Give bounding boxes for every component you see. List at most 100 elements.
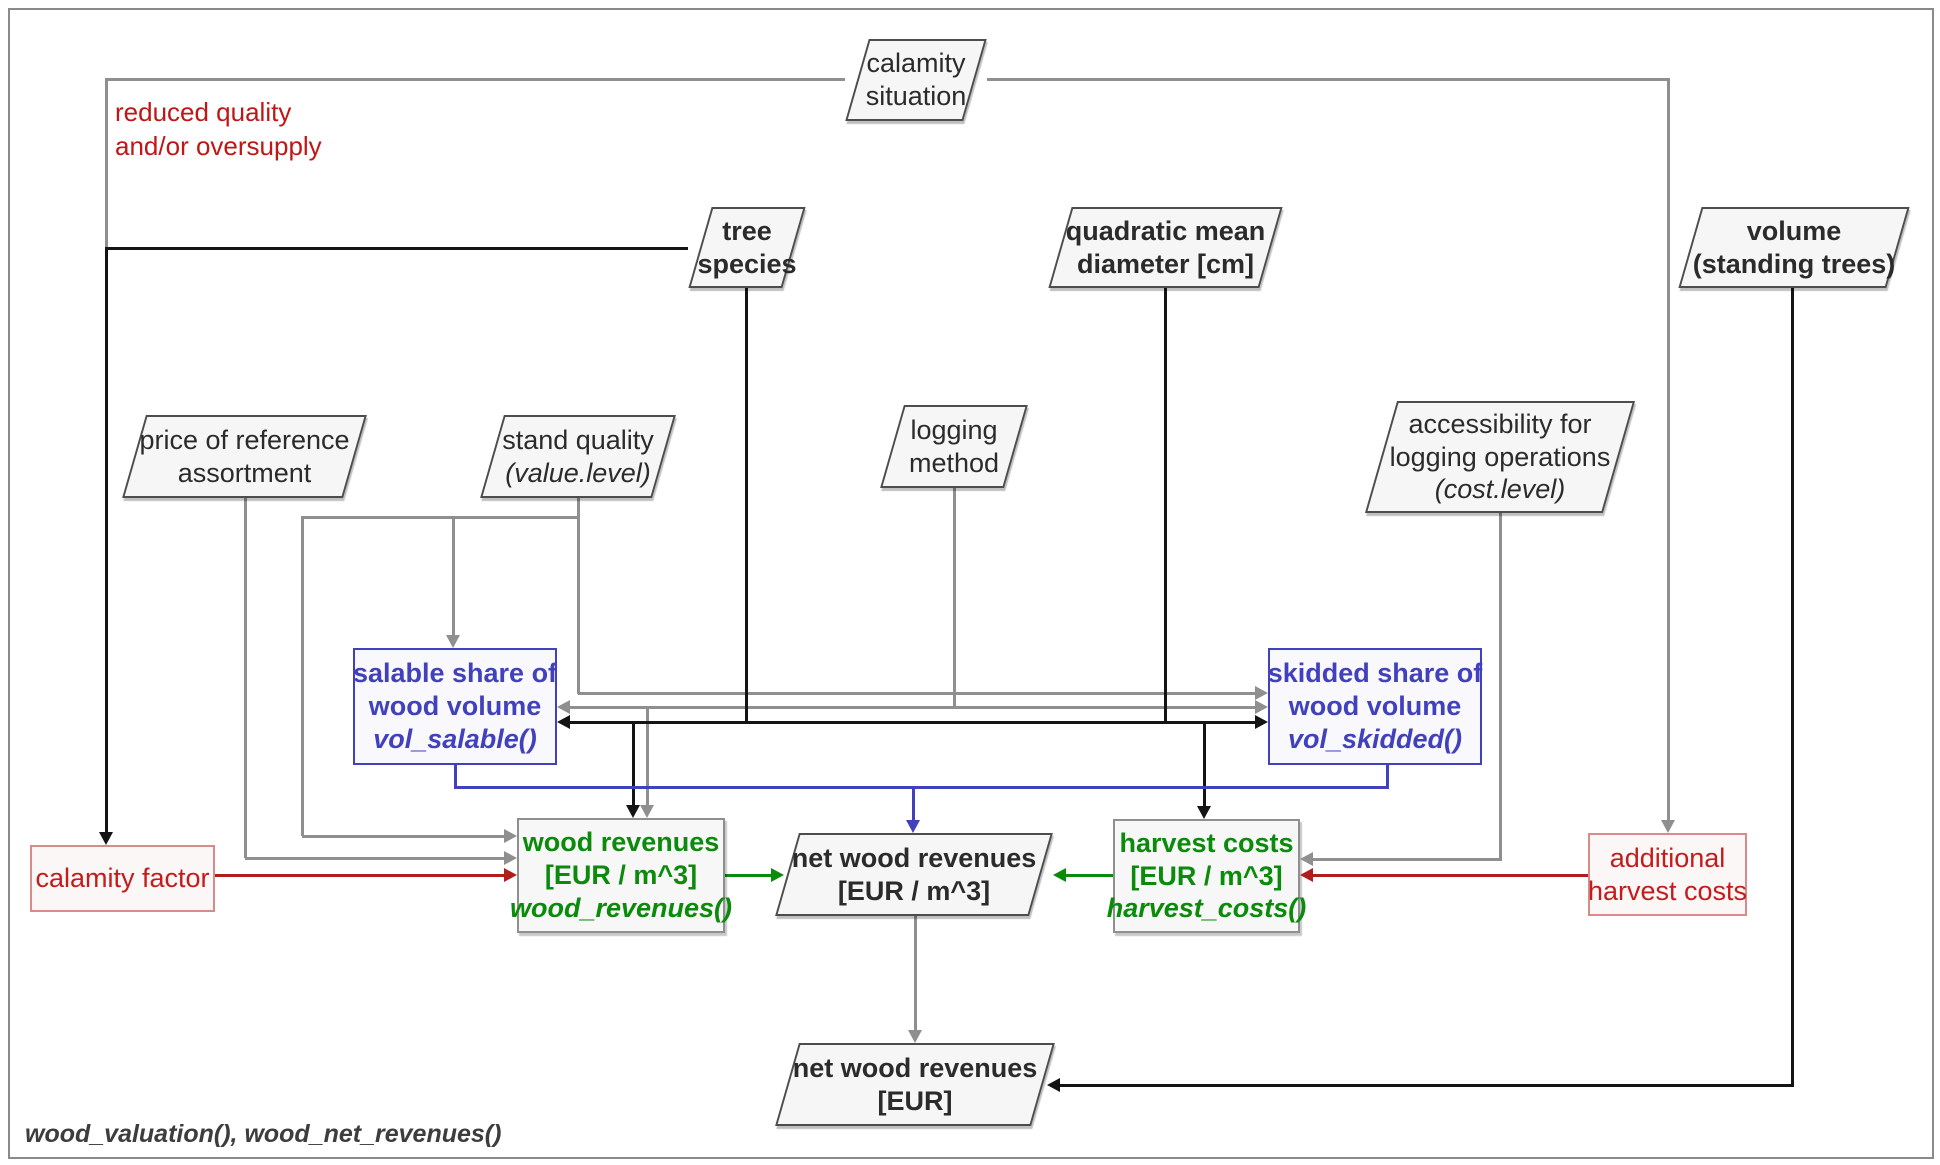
edge-netm3-to-neteur — [914, 915, 917, 1032]
wood-revenues-line3: wood_revenues() — [509, 892, 733, 923]
salable-line1: salable share of — [352, 658, 558, 689]
node-quadratic-mean-diameter: quadratic mean diameter [cm] — [1048, 207, 1283, 288]
edge-price-stem — [244, 497, 247, 858]
edge-standquality-to-woodrev-drop — [301, 516, 304, 836]
node-accessibility: accessibility for logging operations (co… — [1364, 401, 1636, 513]
arrowhead-black-into-salable — [557, 715, 570, 729]
calamity-situation-line1: calamity — [866, 48, 966, 79]
edge-black-bus — [570, 721, 1255, 724]
edge-standquality-to-woodrev — [302, 835, 504, 838]
arrowhead-black-into-harvest-top — [1197, 806, 1211, 819]
node-wood-revenues: wood revenues [EUR / m^3] wood_revenues(… — [510, 818, 732, 933]
node-net-wood-revenues-eur: net wood revenues [EUR] — [775, 1043, 1055, 1126]
node-calamity-factor: calamity factor — [30, 845, 215, 912]
stand-quality-line1: stand quality — [502, 424, 654, 455]
edge-calamity-left — [106, 78, 845, 81]
edge-salable-down — [454, 764, 457, 789]
net-eur-line1: net wood revenues — [792, 1052, 1038, 1083]
arrowhead-volume-into-neteur — [1047, 1078, 1060, 1092]
edge-quadratic-stem — [1164, 287, 1167, 723]
quadratic-line2: diameter [cm] — [1076, 248, 1255, 279]
arrowhead-into-neteur-top — [908, 1030, 922, 1043]
arrowhead-logging-into-woodrev-top — [640, 805, 654, 818]
edge-logging-bus — [570, 706, 1255, 709]
harvest-costs-line1: harvest costs — [1119, 827, 1294, 858]
edge-tree-left — [106, 247, 688, 250]
logging-line1: logging — [910, 414, 998, 445]
edge-volume-to-neteur — [1060, 1084, 1792, 1087]
tree-species-line1: tree — [722, 215, 772, 246]
edge-standquality-bus — [302, 516, 578, 519]
harvest-costs-line3: harvest_costs() — [1106, 893, 1307, 924]
additional-line1: additional — [1609, 842, 1726, 873]
arrowhead-black-into-skidded — [1255, 715, 1268, 729]
node-net-wood-revenues-m3: net wood revenues [EUR / m^3] — [775, 833, 1053, 916]
wood-revenues-line2: [EUR / m^3] — [544, 860, 698, 891]
edge-volume-stem — [1791, 287, 1794, 1087]
edge-accessibility-stem — [1499, 512, 1502, 861]
arrowhead-into-salable-top — [446, 635, 460, 648]
skidded-line2: wood volume — [1288, 691, 1462, 722]
edge-calamityfactor-to-woodrev — [215, 874, 504, 877]
node-harvest-costs: harvest costs [EUR / m^3] harvest_costs(… — [1107, 819, 1306, 933]
edge-standquality-to-skidded — [578, 692, 1255, 695]
accessibility-line2: logging operations — [1389, 441, 1611, 472]
node-vol-skidded: skidded share of wood volume vol_skidded… — [1268, 648, 1482, 765]
logging-line2: method — [908, 447, 1000, 478]
arrowhead-standquality-into-woodrev — [504, 829, 517, 843]
footer-function-names: wood_valuation(), wood_net_revenues() — [25, 1120, 501, 1149]
edge-blue-to-netm3 — [912, 786, 915, 822]
edge-harvest-to-netm3 — [1066, 874, 1113, 877]
additional-line2: harvest costs — [1587, 875, 1748, 906]
arrowhead-green-into-netm3-right — [1053, 868, 1066, 882]
skidded-line3: vol_skidded() — [1287, 723, 1463, 754]
edge-to-calamity-factor — [105, 247, 108, 834]
wood-revenues-line1: wood revenues — [522, 827, 720, 858]
node-price-of-reference: price of reference assortment — [122, 415, 367, 498]
footer-text: wood_valuation(), wood_net_revenues() — [25, 1120, 502, 1148]
reduced-quality-line2: and/or oversupply — [115, 130, 322, 161]
edge-woodrev-to-netm3 — [725, 874, 771, 877]
edge-calamity-right — [987, 78, 1668, 81]
arrowhead-into-additional-top — [1661, 820, 1675, 833]
price-line1: price of reference — [139, 424, 350, 455]
reduced-quality-line1: reduced quality — [115, 97, 292, 127]
arrowhead-logging-into-salable — [557, 700, 570, 714]
edge-additional-to-harvest — [1313, 874, 1588, 877]
volume-line1: volume — [1746, 215, 1842, 246]
calamity-factor-label: calamity factor — [35, 863, 210, 894]
arrowhead-accessibility-into-harvest — [1300, 852, 1313, 866]
edge-standquality-to-salable — [452, 516, 455, 638]
edge-price-to-woodrev — [245, 857, 504, 860]
node-vol-salable: salable share of wood volume vol_salable… — [353, 648, 557, 765]
node-tree-species: tree species — [688, 207, 806, 288]
edge-logging-to-woodrev — [646, 706, 649, 807]
net-m3-line1: net wood revenues — [791, 842, 1037, 873]
edge-accessibility-to-harvest — [1313, 858, 1500, 861]
arrowhead-blue-into-netm3-top — [906, 820, 920, 833]
accessibility-line1: accessibility for — [1408, 408, 1592, 439]
accessibility-line3: (cost.level) — [1434, 474, 1566, 505]
salable-line2: wood volume — [368, 691, 542, 722]
diagram-border — [8, 8, 1934, 1159]
calamity-situation-line2: situation — [865, 81, 967, 111]
arrowhead-red-into-harvest — [1300, 868, 1313, 882]
node-volume-standing-trees: volume (standing trees) — [1678, 207, 1910, 288]
edge-calamity-left-drop — [105, 78, 108, 249]
reduced-quality-note: reduced quality and/or oversupply — [115, 96, 322, 164]
edge-standquality-stem — [577, 497, 580, 694]
edge-black-to-harvest — [1203, 721, 1206, 808]
net-m3-line2: [EUR / m^3] — [837, 875, 991, 906]
volume-line2: (standing trees) — [1692, 248, 1896, 279]
edge-logging-stem — [953, 487, 956, 708]
arrowhead-price-into-woodrev — [504, 851, 517, 865]
edge-black-to-woodrev — [632, 721, 635, 807]
edge-tree-stem — [745, 287, 748, 723]
skidded-line1: skidded share of — [1267, 658, 1483, 689]
arrowhead-red-into-woodrev — [504, 868, 517, 882]
arrowhead-logging-into-skidded — [1255, 700, 1268, 714]
harvest-costs-line2: [EUR / m^3] — [1130, 860, 1283, 891]
node-logging-method: logging method — [880, 405, 1028, 488]
tree-species-line2: species — [697, 248, 797, 279]
